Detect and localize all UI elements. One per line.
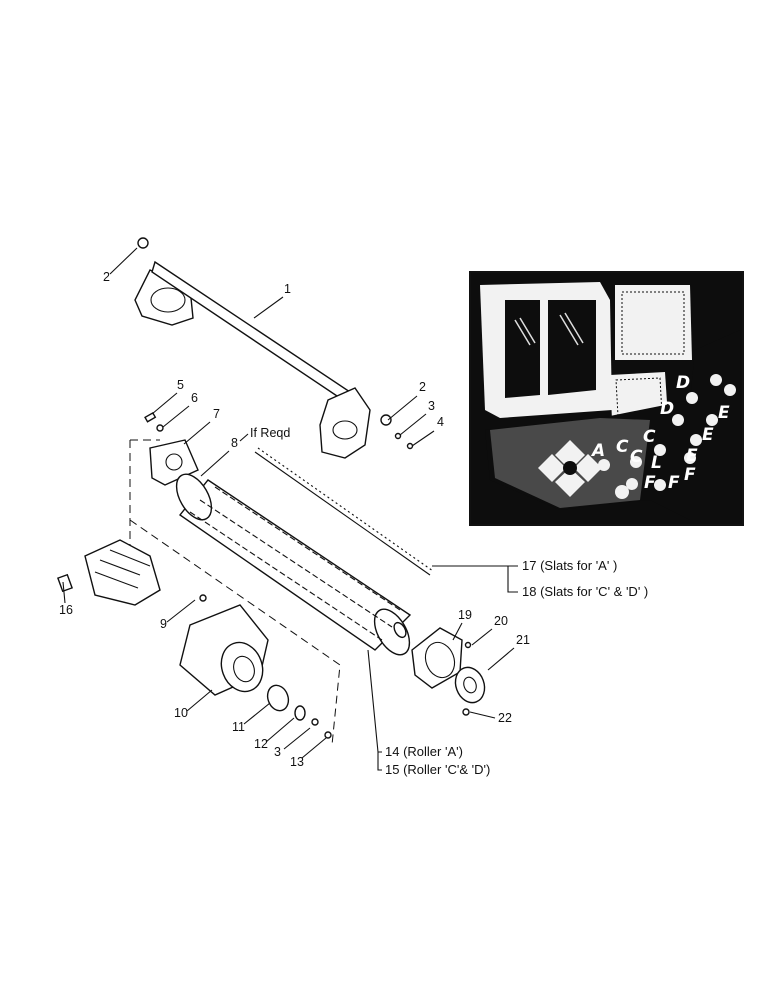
callout-leader-c19: [452, 622, 463, 641]
inset-letter: D: [660, 399, 674, 419]
if-reqd-note: If Reqd: [250, 426, 290, 440]
roller: [175, 473, 412, 656]
callout-number-c1: 1: [284, 282, 291, 296]
callout-number-c9: 9: [160, 617, 167, 631]
callout-leader-c11: [243, 702, 271, 725]
callout-leader-c4: [411, 430, 435, 447]
callout-leader-c3b: [283, 727, 311, 750]
callout-leader-c22: [469, 711, 496, 719]
inset-letter: L: [651, 453, 662, 473]
callout-leader-c8: [200, 450, 230, 477]
inset-letter: C: [616, 437, 629, 457]
callout-leader-c2a: [109, 247, 138, 275]
inset-letter: F: [668, 473, 680, 493]
callout-leader-c5: [151, 392, 178, 415]
callout-leader-c3a: [399, 413, 427, 436]
callout-leader-c6: [162, 405, 190, 428]
callout-leader-c7: [183, 421, 211, 445]
support-bar-assembly: [134, 237, 414, 459]
callout-leader-c9: [166, 599, 196, 623]
callout-leader-c16: [62, 581, 66, 604]
label-roller-c-d: 15 (Roller 'C'& 'D'): [385, 762, 490, 777]
callout-leader-c10: [186, 689, 213, 712]
callout-number-c12: 12: [254, 737, 268, 751]
callout-number-c21: 21: [516, 633, 530, 647]
label-slats-a: 17 (Slats for 'A' ): [522, 558, 617, 573]
callout-number-c2a: 2: [103, 270, 110, 284]
inset-letter: E: [718, 403, 730, 423]
inset-letter: C: [630, 447, 643, 467]
coupling: [266, 684, 332, 739]
inset-letter: C: [643, 427, 656, 447]
inset-letter: F: [684, 465, 696, 485]
callout-leader-c13: [301, 737, 327, 759]
callout-leader-c12: [265, 717, 295, 743]
callout-leader-c1: [253, 296, 284, 319]
label-slats-c-d: 18 (Slats for 'C' & 'D' ): [522, 584, 648, 599]
callout-number-c20: 20: [494, 614, 508, 628]
callout-number-c8: 8: [231, 436, 238, 450]
inset-letter: E: [702, 425, 714, 445]
callout-number-c13: 13: [290, 755, 304, 769]
callout-number-c5: 5: [177, 378, 184, 392]
callout-number-c16: 16: [59, 603, 73, 617]
callout-number-c3a: 3: [428, 399, 435, 413]
callout-number-c3b: 3: [274, 745, 281, 759]
inset-letter: E: [686, 446, 698, 466]
drive-housing: [179, 594, 269, 696]
inset-letter: A: [590, 441, 605, 461]
callout-number-c2b: 2: [419, 380, 426, 394]
inset-letter: D: [676, 373, 690, 393]
callout-leader-c20: [471, 628, 493, 646]
callout-number-c10: 10: [174, 706, 188, 720]
hydraulic-motor: [57, 539, 161, 606]
inset-letter: F: [644, 473, 656, 493]
callout-number-c22: 22: [498, 711, 512, 725]
slat: [254, 451, 431, 576]
callout-leader-c21: [487, 647, 515, 671]
end-bearing: [411, 627, 486, 716]
callout-number-c4: 4: [437, 415, 444, 429]
label-roller-a: 14 (Roller 'A'): [385, 744, 463, 759]
callout-leader-c2b: [387, 395, 418, 421]
callout-number-c6: 6: [191, 391, 198, 405]
callout-number-c11: 11: [232, 720, 245, 734]
callout-number-c19: 19: [458, 608, 472, 622]
callout-number-c7: 7: [213, 407, 220, 421]
